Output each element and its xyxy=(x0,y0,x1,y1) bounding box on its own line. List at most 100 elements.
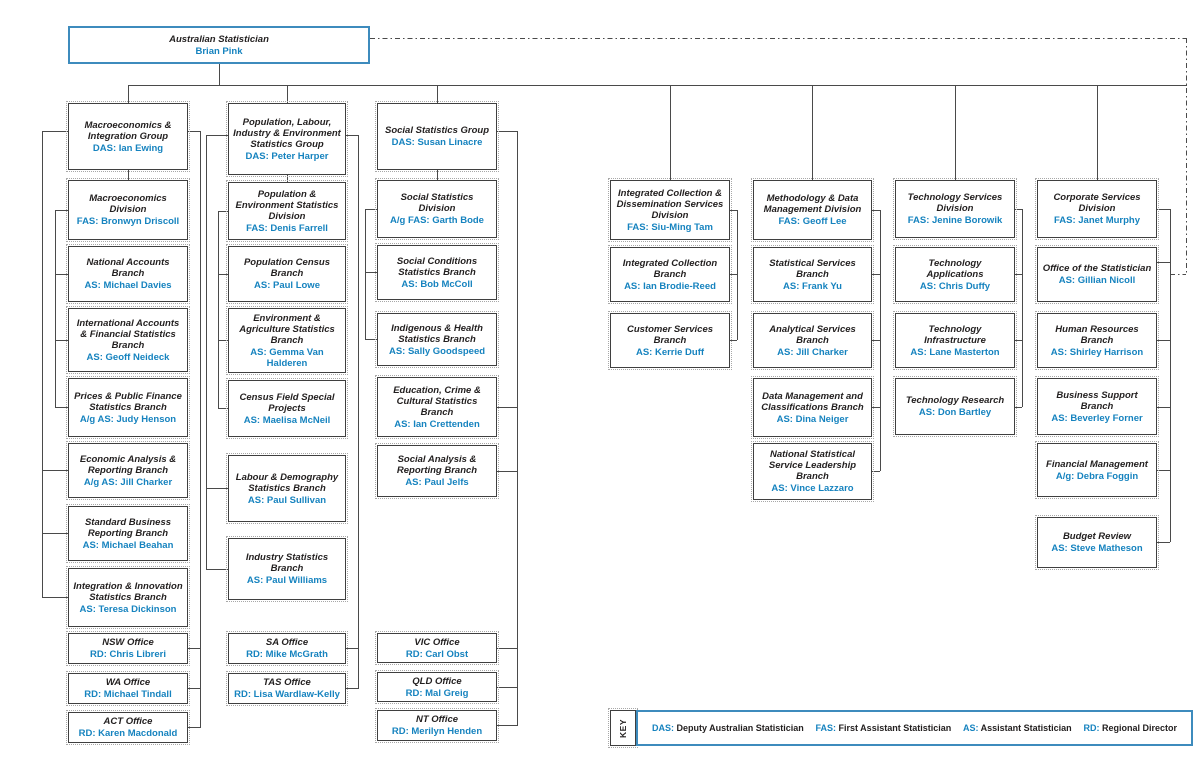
connector-line xyxy=(206,569,228,570)
connector-line xyxy=(365,209,377,210)
box-person: AS: Shirley Harrison xyxy=(1050,346,1144,358)
key-item: AS: Assistant Statistician xyxy=(963,723,1072,733)
connector-line xyxy=(42,470,68,471)
connector-line xyxy=(128,85,129,103)
box-title: Environment & Agriculture Statistics Bra… xyxy=(239,312,335,346)
connector-line xyxy=(218,274,228,275)
box-title: Integrated Collection Branch xyxy=(622,257,718,280)
box-title: Financial Management xyxy=(1046,458,1148,470)
connector-line xyxy=(365,339,377,340)
key-abbr: AS: xyxy=(962,723,979,733)
connector-line xyxy=(188,648,200,649)
box-person: AS: Paul Sullivan xyxy=(247,494,327,506)
box-person: AS: Ian Brodie-Reed xyxy=(624,280,716,292)
box-title: VIC Office xyxy=(414,636,460,648)
box-person: AS: Dina Neiger xyxy=(776,413,849,425)
statistician-box: Australian Statistician Brian Pink xyxy=(68,26,370,64)
box-title: Methodology & Data Management Division xyxy=(763,193,862,215)
box-title: Education, Crime & Cultural Statistics B… xyxy=(393,384,481,418)
box-title: Social Conditions Statistics Branch xyxy=(396,255,478,278)
box-person: A/g AS: Jill Charker xyxy=(83,476,173,488)
connector-line xyxy=(1157,407,1170,408)
box-title: Macroeconomics Division xyxy=(89,193,167,215)
connector-line xyxy=(42,533,68,534)
box-person: AS: Paul Lowe xyxy=(254,280,320,291)
key-abbr: DAS: xyxy=(652,723,674,733)
key-desc: Deputy Australian Statistician xyxy=(676,723,804,733)
connector-line xyxy=(1157,470,1170,471)
box-person: RD: Mal Greig xyxy=(405,687,469,699)
box-person: AS: Bob McColl xyxy=(401,278,473,290)
connector-line xyxy=(55,210,68,211)
key-item: RD: Regional Director xyxy=(1083,723,1177,733)
connector-line xyxy=(497,471,517,472)
box-person: A/g FAS: Garth Bode xyxy=(390,215,484,226)
connector-line xyxy=(497,131,517,132)
key-abbr: RD: xyxy=(1083,723,1100,733)
connector-line xyxy=(206,488,228,489)
connector-line xyxy=(497,725,517,726)
connector-line xyxy=(497,648,517,649)
box-person: RD: Lisa Wardlaw-Kelly xyxy=(234,689,340,700)
box-title: Analytical Services Branch xyxy=(769,323,856,346)
box-person: AS: Michael Davies xyxy=(84,280,172,291)
box-title: Statistical Services Branch xyxy=(769,257,856,280)
connector-line xyxy=(206,135,228,136)
connector-line xyxy=(218,408,228,409)
box-person: DAS: Susan Linacre xyxy=(391,137,483,148)
connector-line xyxy=(1157,542,1170,543)
box-person: DAS: Peter Harper xyxy=(245,150,329,162)
connector-line xyxy=(128,170,129,180)
connector-line xyxy=(188,131,200,132)
box-person: AS: Michael Beahan xyxy=(82,539,174,551)
box-person: AS: Don Bartley xyxy=(918,407,992,418)
box-person: A/g: Debra Foggin xyxy=(1055,470,1139,482)
org-box: National Statistical Service Leadership … xyxy=(751,441,874,502)
connector-line xyxy=(497,407,517,408)
connector-line xyxy=(1015,407,1022,408)
box-title: NT Office xyxy=(415,714,459,725)
box-person: RD: Mike McGrath xyxy=(246,649,328,660)
connector-line xyxy=(55,274,68,275)
connector-line xyxy=(42,131,43,597)
box-title: Social Statistics Division xyxy=(400,192,474,214)
dash-dot-connector-line xyxy=(1170,274,1186,275)
dash-dot-connector-line xyxy=(370,38,1186,39)
connector-line xyxy=(346,135,358,136)
box-person: AS: Paul Williams xyxy=(246,575,328,586)
box-person: AS: Beverley Forner xyxy=(1051,412,1143,424)
key-desc: First Assistant Statistician xyxy=(838,723,952,733)
box-title: International Accounts & Financial Stati… xyxy=(76,317,180,351)
box-title: SA Office xyxy=(265,637,309,648)
connector-line xyxy=(437,170,438,180)
box-person: RD: Carl Obst xyxy=(405,648,469,660)
box-title: Business Support Branch xyxy=(1056,389,1138,412)
box-person: DAS: Ian Ewing xyxy=(92,142,164,154)
key-item: DAS: Deputy Australian Statistician xyxy=(652,723,804,733)
connector-line xyxy=(1015,274,1022,275)
box-person: AS: Paul Jelfs xyxy=(405,477,469,488)
org-box: Population & Environment Statistics Divi… xyxy=(226,180,348,242)
box-title: Technology Infrastructure xyxy=(924,323,986,346)
connector-line xyxy=(55,340,68,341)
connector-line xyxy=(872,274,880,275)
box-title: WA Office xyxy=(105,677,151,688)
box-title: Integration & Innovation Statistics Bran… xyxy=(73,580,183,603)
connector-line xyxy=(730,340,737,341)
connector-line xyxy=(1157,209,1170,210)
box-person: AS: Sally Goodspeed xyxy=(388,345,486,357)
box-person: AS: Teresa Dickinson xyxy=(79,603,177,615)
connector-line xyxy=(437,85,438,103)
connector-line xyxy=(1157,340,1170,341)
box-person: FAS: Siu-Ming Tam xyxy=(627,221,713,233)
